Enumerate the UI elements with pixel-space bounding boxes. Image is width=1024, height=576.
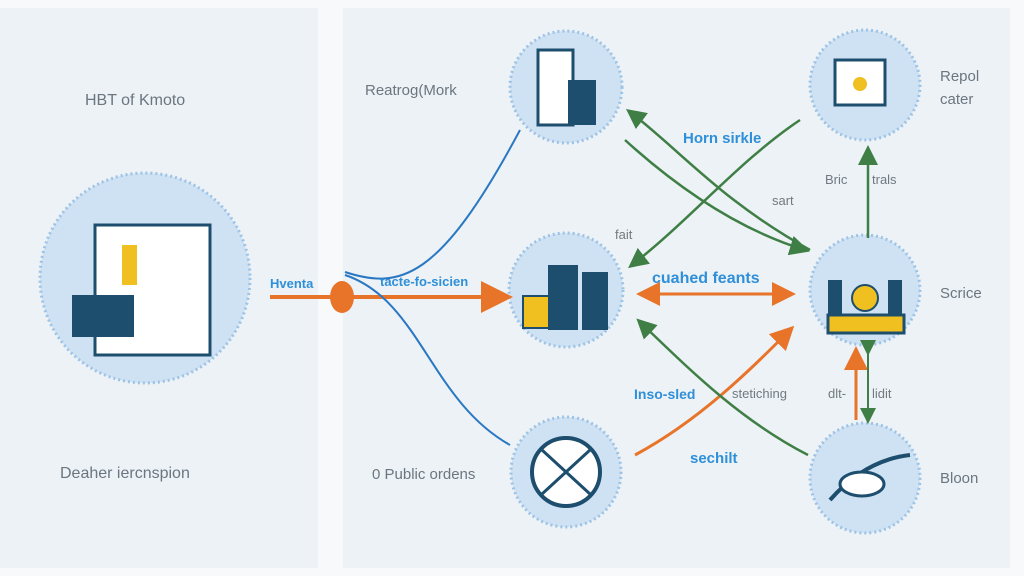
node-bottom-mid [509, 415, 623, 529]
edge-label-sechilt: sechilt [690, 450, 738, 467]
edge-green-3 [628, 118, 801, 269]
label-mid-right: Scrice [940, 285, 982, 302]
edge-label-incoming: tacte-fo-sicien [380, 274, 469, 289]
edge-green-1 [626, 108, 811, 252]
edge-orange-up [634, 325, 795, 457]
edge-label-inso: Inso-sled [634, 386, 696, 402]
edge-junction-dot [330, 281, 354, 313]
label-bottom-mid: 0 Public ordens [372, 466, 476, 483]
edge-label-bric: Bric [825, 172, 848, 187]
edge-label-fait: fait [615, 227, 633, 242]
node-top-right [808, 28, 922, 142]
edge-label-stetiching: stetiching [732, 386, 787, 401]
node-bottom-right [808, 421, 922, 535]
left-title: HBT of Kmoto [85, 92, 186, 109]
node-left-computer [38, 171, 252, 385]
edge-blue-bottom [344, 274, 511, 446]
label-top-right-1: Repol [940, 68, 980, 85]
edge-label-lidit: lidit [872, 386, 892, 401]
edge-green-4 [636, 318, 809, 457]
left-caption: Deaher iercnspion [60, 465, 190, 482]
node-mid [507, 231, 625, 349]
node-mid-right [808, 233, 922, 347]
node-top-mid [508, 29, 624, 145]
edge-label-crushed: cuahed feants [652, 270, 760, 287]
edge-label-trals: trals [872, 172, 897, 187]
edge-blue-top [344, 129, 521, 280]
edge-green-2 [624, 139, 810, 256]
label-bottom-right: Bloon [940, 470, 979, 487]
edge-label-sart: sart [772, 193, 794, 208]
label-hventa: Hventa [270, 276, 314, 291]
label-top-mid: Reatrog(Mork [365, 82, 457, 99]
edge-label-horn: Horn sirkle [683, 130, 762, 147]
edge-label-dlt: dlt- [828, 386, 847, 401]
label-top-right-2: cater [940, 91, 974, 108]
